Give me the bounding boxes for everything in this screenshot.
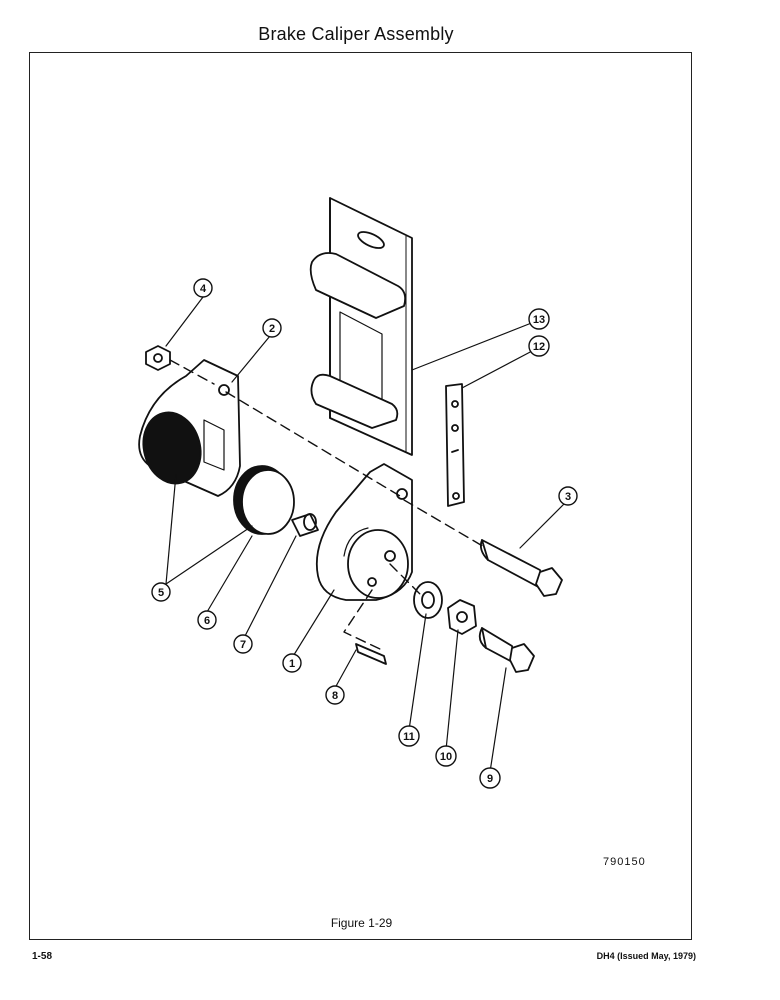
svg-text:11: 11 [403,731,415,743]
svg-text:6: 6 [204,615,210,627]
bracket-plate-13 [309,197,413,456]
pin-8 [355,643,387,665]
caliper-half-1 [315,463,413,601]
svg-text:13: 13 [533,314,545,326]
callout-7: 7 [233,634,253,654]
svg-text:7: 7 [240,639,246,651]
callout-13: 13 [528,308,550,330]
document-id: DH4 (Issued May, 1979) [596,951,696,961]
svg-text:9: 9 [487,773,493,785]
figure-caption: Figure 1-29 [330,916,393,930]
svg-text:3: 3 [565,491,571,503]
caliper-half-2 [138,359,241,497]
callout-1: 1 [282,653,302,673]
svg-text:2: 2 [269,323,275,335]
callout-12: 12 [528,335,550,357]
svg-text:8: 8 [332,690,338,702]
svg-text:1: 1 [289,658,295,670]
figure-frame [29,52,692,940]
drawing-code: 790150 [603,856,646,868]
washer-11 [413,581,443,619]
callout-10: 10 [435,745,457,767]
leader-lines [165,296,567,773]
nut-10 [447,599,477,635]
svg-text:4: 4 [200,283,207,295]
callouts: 1 2 3 4 5 6 7 8 9 10 11 12 13 [151,278,578,789]
page-title: Brake Caliper Assembly [258,24,454,44]
svg-text:10: 10 [440,751,452,763]
page-number: 1-58 [32,951,53,962]
callout-2: 2 [262,318,282,338]
callout-8: 8 [325,685,345,705]
brake-pad-6 [233,465,295,535]
link-strip-12 [445,383,465,507]
svg-text:12: 12 [533,341,545,353]
svg-text:5: 5 [158,587,164,599]
pin-7 [291,513,319,537]
alignment-lines [169,359,487,651]
bolt-3 [479,539,563,597]
callout-9: 9 [479,767,501,789]
callout-11: 11 [398,725,420,747]
callout-5: 5 [151,582,171,602]
nut-4 [145,345,171,371]
callout-4: 4 [193,278,213,298]
bolt-9 [478,627,535,673]
callout-6: 6 [197,610,217,630]
callout-3: 3 [558,486,578,506]
